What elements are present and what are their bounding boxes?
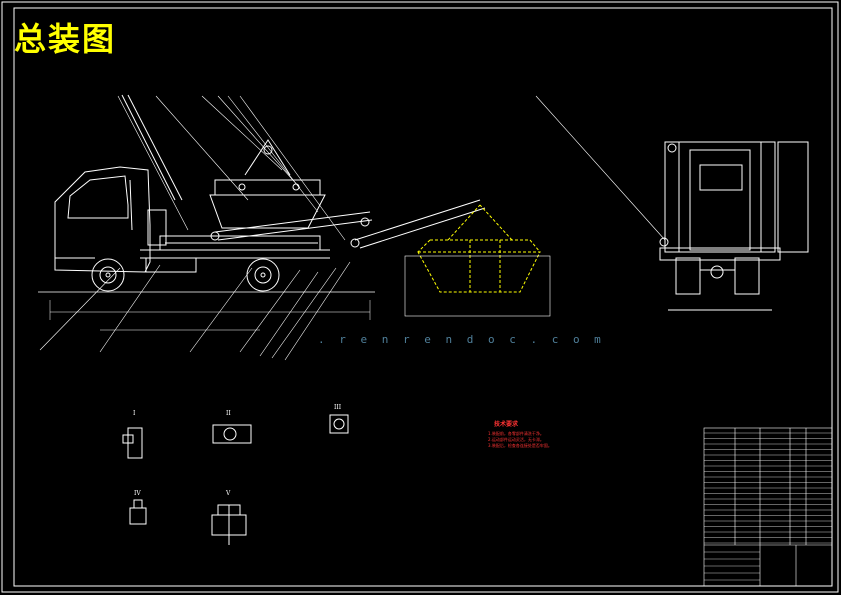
- rear-view: [659, 141, 809, 311]
- detail-view-ii: [212, 424, 252, 444]
- label-iii: III: [334, 404, 342, 411]
- leader-lines: [39, 95, 666, 361]
- label-ii: II: [226, 410, 231, 417]
- dimension-lines: [49, 300, 371, 331]
- drawing-title: 总装图: [14, 20, 117, 58]
- label-v: V: [225, 490, 231, 497]
- title-block: [703, 427, 833, 587]
- watermark-text: . r e n r e n d o c . c o m: [318, 333, 605, 346]
- title-block-rows: [704, 432, 832, 581]
- tech-note-2: 2.运动部件运动灵活，无卡滞。: [488, 437, 544, 442]
- label-i: I: [133, 410, 136, 417]
- detail-view-iii: [329, 414, 349, 434]
- detail-view-i: [122, 427, 143, 459]
- detail-view-v: [211, 504, 247, 545]
- truck-cab: [54, 166, 167, 273]
- container-on-truck: [209, 139, 326, 229]
- tech-requirements-title: 技术要求: [494, 421, 519, 428]
- rear-wheel: [246, 258, 280, 292]
- front-wheel: [91, 258, 125, 292]
- label-iv: IV: [134, 490, 141, 497]
- dimension-box: [404, 255, 551, 317]
- lifted-container: [417, 204, 541, 293]
- tech-note-1: 1.装配前，各零部件清洗干净。: [488, 431, 544, 436]
- truck-chassis: [140, 235, 330, 273]
- detail-view-iv: [129, 499, 147, 525]
- tech-note-3: 3.装配后，检查各连接处是否牢固。: [488, 443, 552, 448]
- lifting-boom: [121, 94, 486, 249]
